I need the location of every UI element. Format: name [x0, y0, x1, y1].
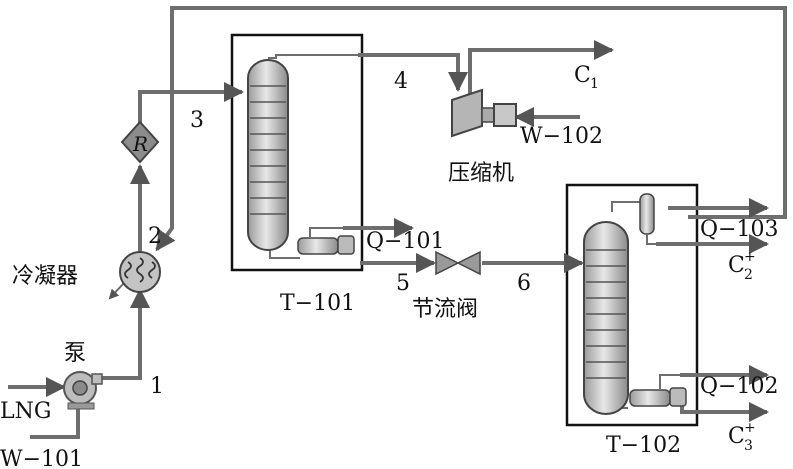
t101-overhead-pipe [268, 54, 360, 59]
throttle-valve [435, 250, 481, 276]
svg-text:C: C [728, 253, 745, 278]
column-t102 [583, 221, 629, 415]
q102-label: Q−102 [700, 374, 778, 399]
stream-1-pipe [94, 288, 150, 380]
lng-label: LNG [0, 399, 51, 424]
w102-label: W−102 [520, 124, 603, 149]
valve-label: 节流阀 [412, 297, 478, 322]
condenser-label: 冷凝器 [12, 264, 78, 289]
svg-text:3: 3 [744, 438, 753, 454]
svg-text:+: + [744, 249, 756, 265]
t101-label: T−101 [280, 291, 355, 316]
svg-text:1: 1 [590, 76, 599, 92]
stream-4-label: 4 [394, 69, 408, 94]
c3-label: C 3 + [728, 420, 756, 454]
t102-reboiler [629, 374, 687, 407]
reactor-r-label: R [132, 132, 148, 156]
pump-label: 泵 [64, 341, 86, 366]
t101-unit-box [230, 33, 364, 272]
t102-condenser [639, 193, 660, 245]
c3-outlet-pipe [680, 398, 769, 422]
stream-6-label: 6 [517, 271, 531, 296]
stream-3-label: 3 [190, 108, 204, 133]
stream-2-label: 2 [148, 224, 162, 249]
t101-reboiler [297, 227, 355, 255]
compressor-label: 压缩机 [448, 161, 514, 186]
recycle-pipe [155, 6, 787, 252]
stream-4-pipe [358, 53, 468, 92]
svg-text:C: C [574, 63, 591, 88]
condenser [119, 251, 161, 293]
svg-text:C: C [728, 424, 745, 449]
compressor [451, 88, 517, 138]
stream-1-label: 1 [150, 374, 164, 399]
svg-text:2: 2 [744, 267, 753, 283]
stream-5-label: 5 [396, 271, 410, 296]
pump [63, 371, 103, 410]
svg-text:+: + [744, 420, 756, 436]
c1-label: C 1 [574, 63, 599, 92]
w101-label: W−101 [0, 447, 83, 469]
reactor-r [120, 120, 160, 164]
condenser-outlet-arrow [108, 282, 125, 300]
c2-label: C 2 + [728, 249, 756, 283]
column-t101 [247, 59, 289, 251]
stream-3-pipe [138, 82, 244, 127]
c1-outlet-pipe [468, 40, 614, 95]
t102-unit-box [565, 183, 699, 427]
t102-overhead-pipe [611, 201, 646, 212]
t102-label: T−102 [606, 433, 681, 458]
q103-label: Q−103 [700, 217, 778, 242]
w101-line [30, 406, 80, 439]
q101-label: Q−101 [366, 229, 444, 254]
